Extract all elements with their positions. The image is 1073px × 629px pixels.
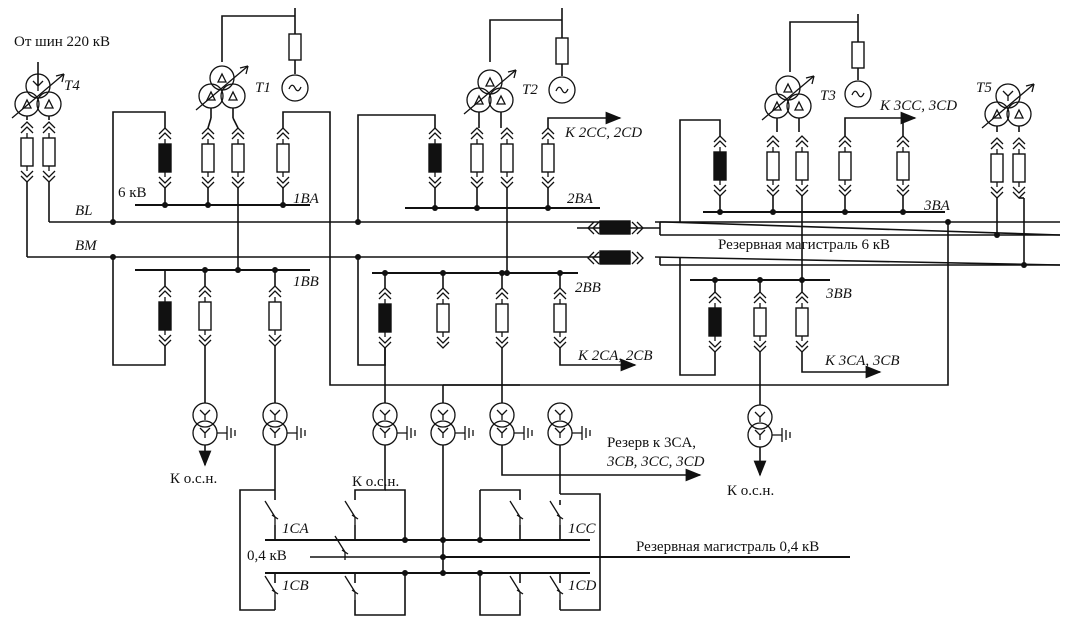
label-1bb: 1BB (293, 274, 319, 290)
label-3ba: 3BA (923, 198, 951, 214)
label-source: От шин 220 кВ (14, 34, 110, 50)
label-6kv: 6 кВ (118, 185, 147, 201)
label-osn-2: К о.с.н. (352, 474, 399, 490)
label-1cb: 1CB (282, 578, 309, 594)
label-to-2ca-2cb: К 2CA, 2CB (577, 348, 653, 364)
transformer-t4 (11, 62, 65, 257)
label-reserve-04kv: Резервная магистраль 0,4 кВ (636, 539, 819, 555)
unit-3 (443, 14, 951, 477)
label-2bb: 2BB (575, 280, 601, 296)
label-bl: BL (75, 203, 93, 219)
unit-2 (355, 8, 702, 575)
label-t5: T5 (976, 80, 992, 96)
label-to-3cc-3cd: К 3CC, 3CD (879, 98, 957, 114)
lv-section (239, 462, 850, 616)
label-t2: T2 (522, 82, 538, 98)
unit-1 (110, 8, 520, 490)
label-t4: T4 (64, 78, 80, 94)
label-t3: T3 (820, 88, 836, 104)
label-to-3ca-3cb: К 3CA, 3CB (824, 353, 900, 369)
label-1ca: 1CA (282, 521, 310, 537)
label-to-2cc-2cd: К 2CC, 2CD (564, 125, 642, 141)
label-1ba: 1BA (293, 191, 320, 207)
label-2ba: 2BA (567, 191, 594, 207)
transformer-t5 (981, 83, 1035, 268)
label-04kv: 0,4 кВ (247, 548, 287, 564)
reserve-lines (27, 220, 1061, 266)
label-3bb: 3BB (825, 286, 852, 302)
label-osn-3: К о.с.н. (727, 483, 774, 499)
label-osn-1: К о.с.н. (170, 471, 217, 487)
label-reserve-to-1: Резерв к 3CA, (607, 435, 696, 451)
label-bm: BM (75, 238, 98, 254)
label-reserve-6kv: Резервная магистраль 6 кВ (718, 237, 890, 253)
label-1cc: 1CC (568, 521, 597, 537)
label-t1: T1 (255, 80, 271, 96)
label-reserve-to-2: 3CB, 3CC, 3CD (606, 454, 705, 470)
label-1cd: 1CD (568, 578, 597, 594)
